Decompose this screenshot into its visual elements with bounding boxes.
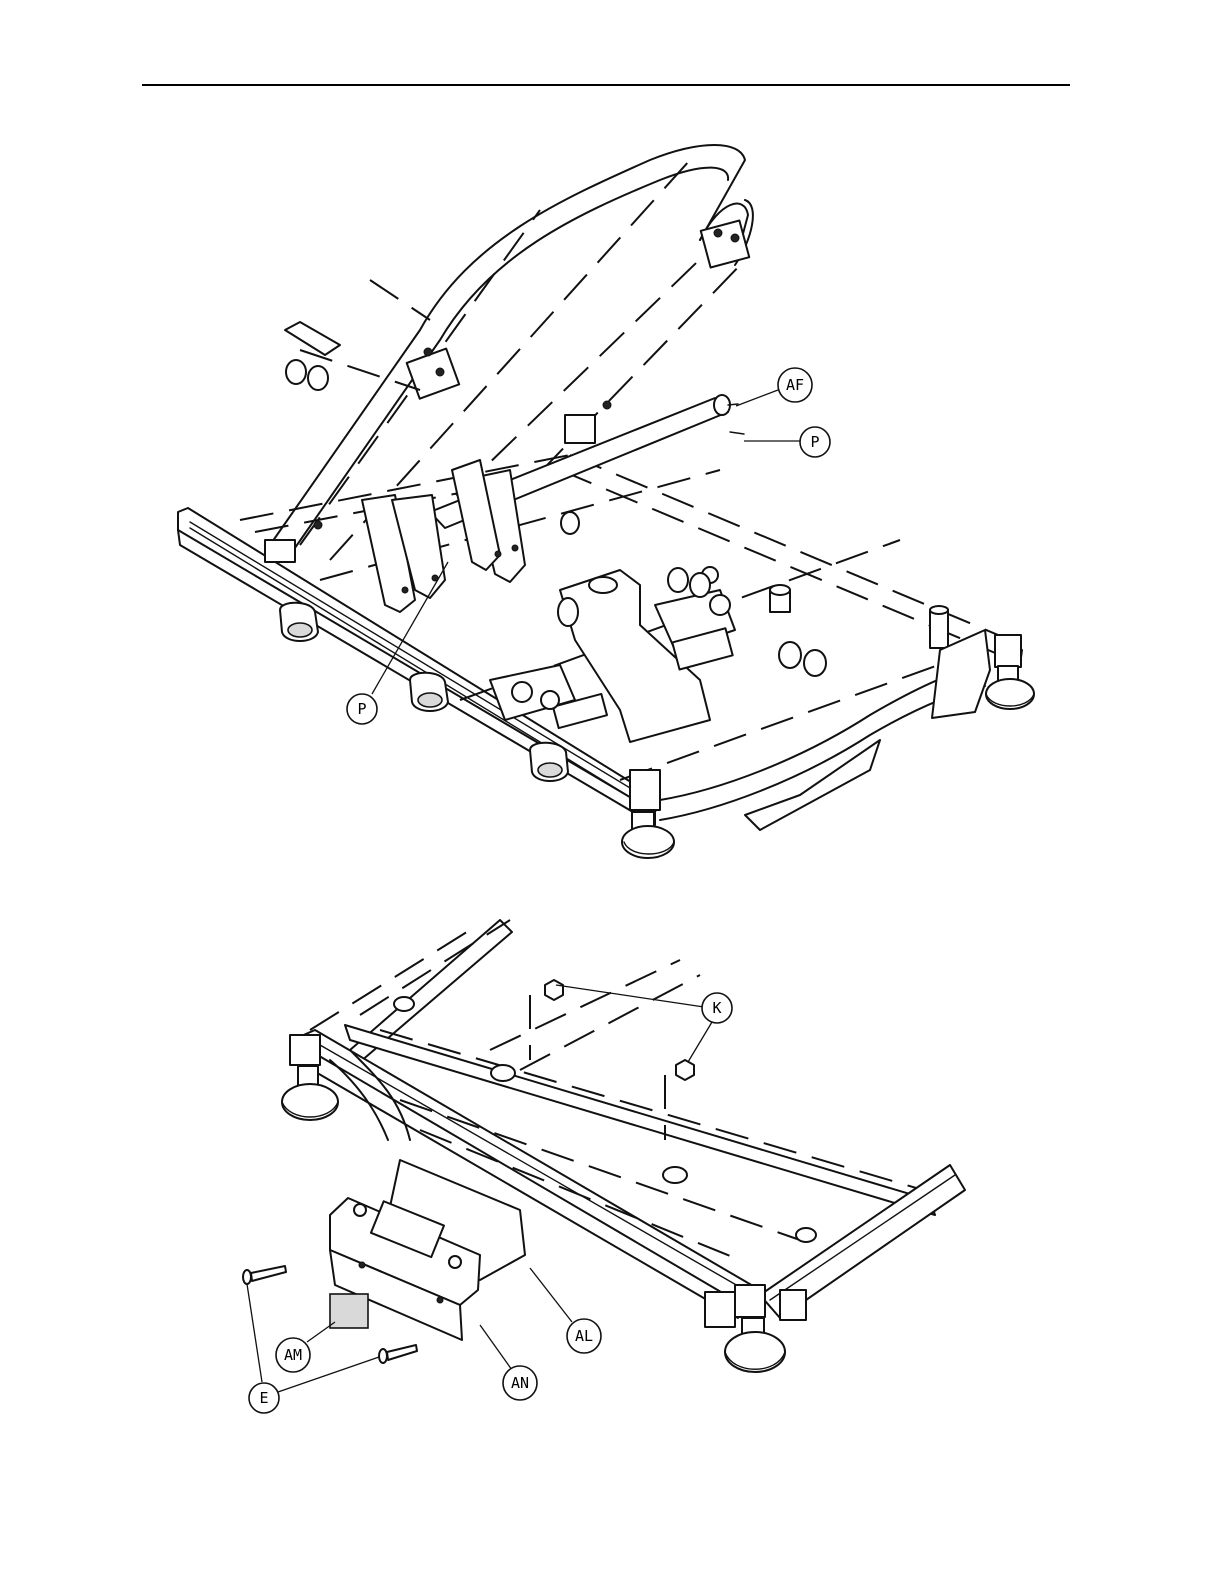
callout-an: AN — [480, 1325, 537, 1400]
bushing-1 — [491, 1065, 515, 1081]
bushing-4 — [796, 1228, 816, 1242]
bushing-2 — [663, 1167, 687, 1183]
bushing-3 — [394, 997, 414, 1011]
lift-actuator-left — [490, 665, 607, 728]
corner-foot-right — [705, 1285, 806, 1372]
callout-k-label: K — [712, 999, 721, 1017]
callout-al: AL — [530, 1268, 601, 1353]
rear-posts — [770, 585, 990, 718]
top-assembly-diagram: AF P P — [178, 145, 1034, 858]
callout-am-label: AM — [284, 1346, 302, 1364]
roller-2 — [410, 673, 448, 711]
callout-p-upper: P — [744, 427, 830, 457]
label-plate — [330, 1294, 368, 1328]
callout-e-label: E — [259, 1389, 268, 1407]
callout-p-lower-label: P — [357, 700, 366, 718]
callout-an-label: AN — [511, 1374, 529, 1392]
leveling-foot-rear — [986, 666, 1034, 709]
roller-3 — [530, 743, 568, 781]
mount-bracket-left — [285, 280, 430, 390]
callout-al-label: AL — [575, 1327, 593, 1345]
pivot-plates — [362, 460, 525, 612]
callout-k: K — [556, 985, 732, 1062]
callout-am: AM — [276, 1322, 335, 1372]
roller-1 — [280, 603, 318, 641]
under-bracket — [745, 740, 880, 830]
callout-af-label: AF — [786, 376, 804, 394]
callout-af: AF — [736, 368, 812, 406]
bottom-assembly-diagram: K AL AM AN E — [243, 920, 965, 1413]
callout-p-upper-label: P — [810, 433, 819, 451]
